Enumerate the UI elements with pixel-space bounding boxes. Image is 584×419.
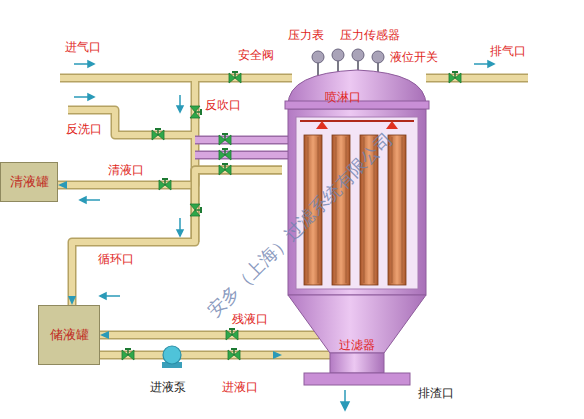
part-label: 进液口	[222, 380, 258, 394]
node-label: 过滤器	[339, 337, 375, 354]
part-label: 反吹口	[205, 98, 241, 112]
part-label: 压力表	[288, 28, 324, 42]
part-label: 排气口	[490, 44, 526, 58]
node-label: 清液罐	[10, 173, 49, 191]
part-label: 压力传感器	[340, 28, 400, 42]
clear-liquid-tank: 清液罐	[0, 162, 58, 202]
part-label: 喷淋口	[325, 90, 361, 104]
part-label: 清液口	[108, 163, 144, 177]
part-label: 进液泵	[150, 380, 186, 394]
part-label: 反洗口	[66, 122, 102, 136]
part-label: 液位开关	[390, 50, 438, 64]
node-label: 储液罐	[50, 326, 89, 344]
part-label: 残液口	[232, 312, 268, 326]
storage-tank: 储液罐	[38, 305, 100, 365]
part-label: 安全阀	[238, 48, 274, 62]
part-label: 进气口	[65, 40, 101, 54]
part-label: 循环口	[98, 252, 134, 266]
pipe-connector	[100, 335, 282, 336]
part-label: 排渣口	[418, 386, 454, 400]
